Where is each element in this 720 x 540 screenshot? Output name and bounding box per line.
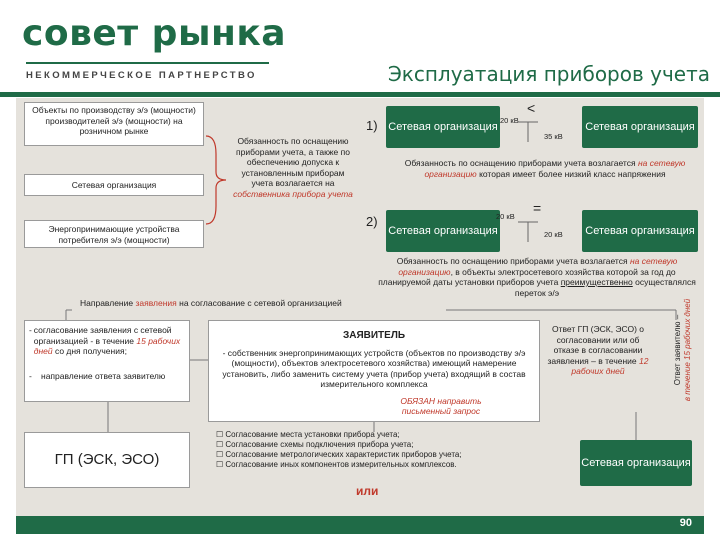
applicant-must-text: ОБЯЗАН направить письменный запрос xyxy=(400,395,482,417)
brace-connector xyxy=(205,135,227,225)
page-number: 90 xyxy=(679,517,692,529)
case1-link-lines xyxy=(518,121,538,142)
applicant-description: - собственник энергопринимающих устройст… xyxy=(222,347,526,390)
logo-rule xyxy=(26,62,269,64)
applicant-box: ЗАЯВИТЕЛЬ - собственник энергопринимающи… xyxy=(208,320,540,422)
case2-voltage-right: 20 кВ xyxy=(544,230,563,239)
case2-left-org: Сетевая организация xyxy=(386,210,500,252)
case2-sign: = xyxy=(533,200,542,216)
bottom-network-org: Сетевая организация xyxy=(580,440,692,486)
gp-box: ГП (ЭСК, ЭСО) xyxy=(24,432,190,488)
case1-right-org: Сетевая организация xyxy=(582,106,698,148)
consumer-devices-box: Энергопринимающие устройства потребителя… xyxy=(24,220,204,248)
case1-voltage-left: 20 кВ xyxy=(500,116,519,125)
case1-sign: < xyxy=(527,100,536,116)
gp-answer-text: Ответ ГП (ЭСК, ЭСО) о согласовании или о… xyxy=(547,324,649,376)
case2-right-org: Сетевая организация xyxy=(582,210,698,252)
or-label: или xyxy=(356,484,379,498)
network-org-box: Сетевая организация xyxy=(24,174,204,196)
checklist-item: ☐ Согласование иных компонентов измерите… xyxy=(216,460,457,469)
case2-link-lines xyxy=(518,221,538,242)
page-title: Эксплуатация приборов учета xyxy=(387,62,710,86)
case2-voltage-left: 20 кВ xyxy=(496,212,515,221)
direction-arrows xyxy=(65,309,677,320)
logo-subtitle: НЕКОММЕРЧЕСКОЕ ПАРТНЕРСТВО xyxy=(26,70,257,81)
case1-voltage-right: 35 кВ xyxy=(544,132,563,141)
process-steps-box: -согласование заявления с сетевой органи… xyxy=(24,320,190,402)
checklist: ☐ Согласование места установки прибора у… xyxy=(216,430,556,470)
footer-bar xyxy=(16,516,704,534)
producers-box: Объекты по производству э/э (мощности) п… xyxy=(24,102,204,146)
case2-text: Обязанность по оснащению приборами учета… xyxy=(378,256,696,298)
header-bar xyxy=(0,92,720,97)
owner-obligation-text: Обязанность по оснащению приборами учета… xyxy=(233,136,353,199)
checklist-item: ☐ Согласование места установки прибора у… xyxy=(216,430,400,439)
case1-text: Обязанность по оснащению приборами учета… xyxy=(404,158,686,179)
logo-text: совет рынка xyxy=(22,13,287,54)
case2-number: 2) xyxy=(366,214,378,229)
step-response: -направление ответа заявителю xyxy=(29,370,166,381)
applicant-title: ЗАЯВИТЕЛЬ xyxy=(342,330,406,341)
case1-left-org: Сетевая организация xyxy=(386,106,500,148)
direction-text: Направление заявления на согласование с … xyxy=(80,298,342,308)
case1-number: 1) xyxy=(366,118,378,133)
step-approval: -согласование заявления с сетевой органи… xyxy=(29,325,181,356)
checklist-item: ☐ Согласование схемы подключения прибора… xyxy=(216,440,414,449)
checklist-item: ☐ Согласование метрологических характери… xyxy=(216,450,462,459)
